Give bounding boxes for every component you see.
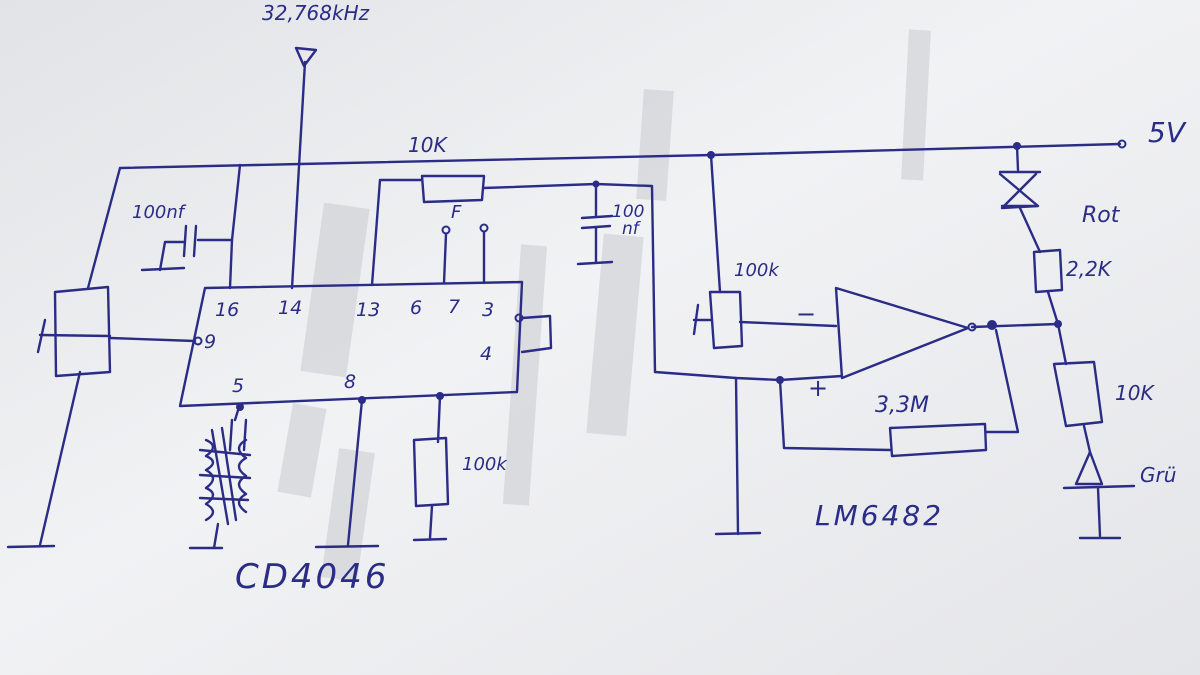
pin16-label: 16 <box>215 299 239 321</box>
pin7-label: 7 <box>448 296 460 318</box>
led-green-label: Grü <box>1140 463 1176 487</box>
pin9-label: 9 <box>204 331 216 353</box>
pin13-label: 13 <box>356 299 380 321</box>
r-feedback-label: 3,3M <box>875 393 929 418</box>
pin8-label: 8 <box>344 371 356 393</box>
cap-100-label: 100 <box>612 202 644 222</box>
pin3-label: 3 <box>482 299 494 321</box>
bleed-through <box>277 29 931 582</box>
cd4046-ic: 16 14 13 6 7 3 4 9 5 8 CD4046 <box>178 280 524 597</box>
ic-bottom-network: 100k <box>188 392 508 550</box>
cap-nf-label: nf <box>622 219 642 239</box>
pin5-label: 5 <box>232 375 244 397</box>
opamp-name-label: LM6482 <box>815 499 944 532</box>
pin3-pin4-bridge <box>514 313 553 354</box>
pin6-label: 6 <box>410 297 422 319</box>
ic-name-label: CD4046 <box>235 557 389 597</box>
frequency-input: 32,768kHz <box>262 1 370 290</box>
led-indicator-chain: Rot 2,2K 10K Grü <box>998 144 1176 540</box>
opamp-minus-label: − <box>796 300 816 328</box>
left-potentiometer <box>6 166 203 549</box>
top-resistor-label: 10K <box>408 133 448 157</box>
opamp-plus-label: + <box>808 374 828 402</box>
pot-100k-label: 100k <box>734 260 780 281</box>
frequency-label: 32,768kHz <box>262 1 370 25</box>
lm6482-opamp: − + 3,3M LM6482 <box>776 286 1060 532</box>
r-2k2-label: 2,2K <box>1066 257 1113 281</box>
decoupling-capacitor-left: 100nf <box>132 163 242 290</box>
supply-rail: 5V 10K <box>118 116 1187 170</box>
pin14-label: 14 <box>278 297 302 319</box>
r-10k-right-label: 10K <box>1115 381 1155 405</box>
cap-100nf-label: 100nf <box>132 202 187 223</box>
supply-label: 5V <box>1148 116 1187 149</box>
pin4-label: 4 <box>480 343 492 365</box>
trim-potentiometer: F <box>370 174 598 287</box>
decoupling-capacitor-mid: 100 nf <box>576 180 657 374</box>
led-red-label: Rot <box>1082 203 1121 228</box>
opamp-input-potentiometer: 100k <box>653 153 838 536</box>
pot-letter-label: F <box>451 202 462 223</box>
r-100k-pin8-label: 100k <box>462 454 508 475</box>
